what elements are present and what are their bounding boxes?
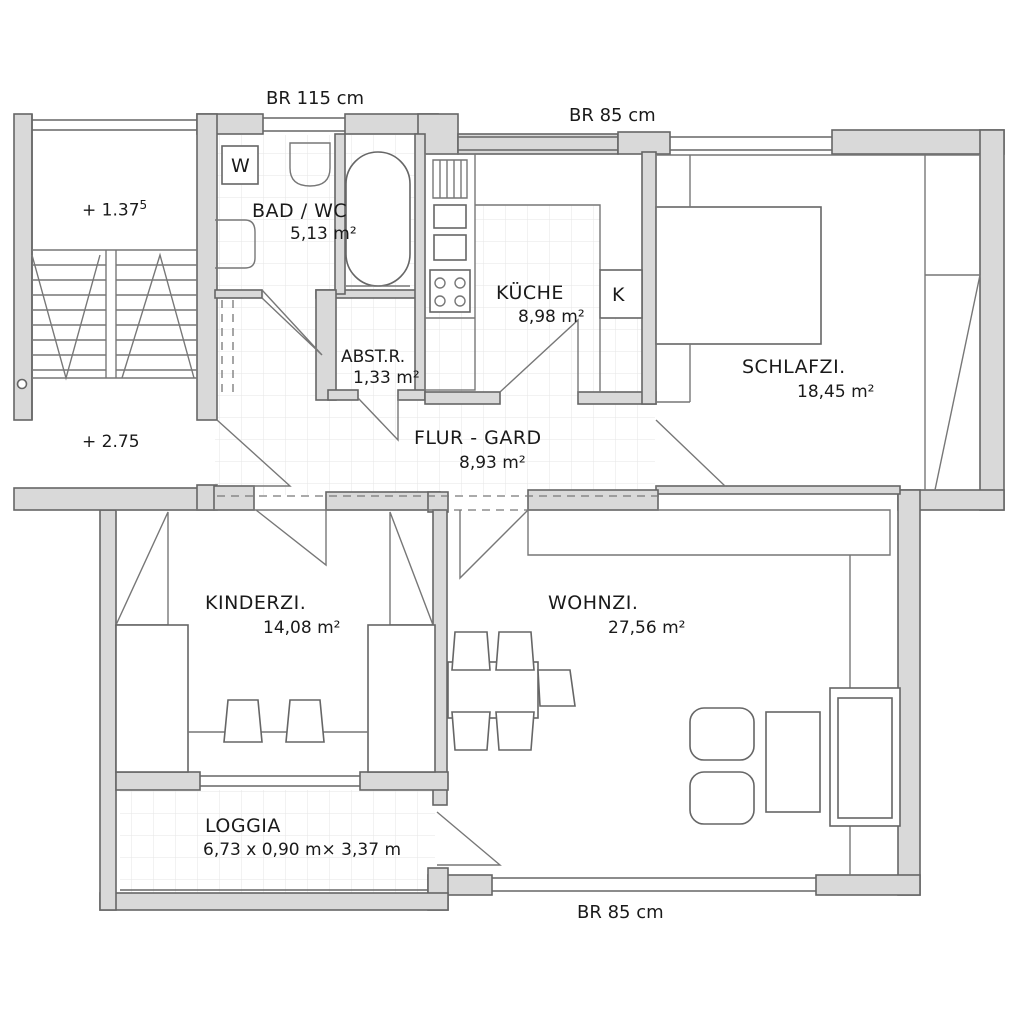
stair-level-top-sup: 5 xyxy=(139,198,148,212)
room-area-kinder: 14,08 m² xyxy=(263,618,341,638)
doors xyxy=(216,289,727,866)
room-area-bad: 5,13 m² xyxy=(290,224,357,244)
room-area-wohn: 27,56 m² xyxy=(608,618,686,638)
room-name-kinder: KINDERZI. xyxy=(205,592,307,614)
dimension-top-left: BR 115 cm xyxy=(266,88,365,109)
room-name-abst: ABST.R. xyxy=(341,347,406,367)
living-room-furniture xyxy=(447,509,901,875)
room-name-flur: FLUR - GARD xyxy=(414,427,542,449)
room-name-schlaf: SCHLAFZI. xyxy=(742,356,846,378)
washer-symbol: W xyxy=(231,155,250,177)
room-name-loggia: LOGGIA xyxy=(205,815,281,837)
stair-level-top: + 1.375 xyxy=(82,198,148,221)
room-measure-loggia: 6,73 x 0,90 m× 3,37 m xyxy=(203,840,401,860)
room-area-kueche: 8,98 m² xyxy=(518,307,585,327)
kitchen-fixtures xyxy=(424,153,643,392)
fridge-symbol: K xyxy=(612,284,625,306)
room-name-wohn: WOHNZI. xyxy=(548,592,639,614)
windows xyxy=(31,114,832,892)
bedroom-furniture xyxy=(655,154,981,491)
stair xyxy=(16,249,197,390)
stair-level-bottom-value: 2.75 xyxy=(101,432,140,452)
room-name-bad: BAD / WC xyxy=(252,200,348,222)
dimension-top-right: BR 85 cm xyxy=(569,105,656,126)
stair-level-bottom: + 2.75 xyxy=(82,432,140,452)
stair-level-top-value: 1.37 xyxy=(101,200,140,221)
room-name-kueche: KÜCHE xyxy=(496,282,564,304)
walls xyxy=(13,113,1005,911)
kids-room-furniture xyxy=(114,509,436,773)
room-area-abst: 1,33 m² xyxy=(353,368,420,388)
room-area-schlaf: 18,45 m² xyxy=(797,382,875,402)
room-area-flur: 8,93 m² xyxy=(459,453,526,473)
bathroom-fixtures xyxy=(215,142,411,392)
dimension-bottom: BR 85 cm xyxy=(577,902,664,923)
